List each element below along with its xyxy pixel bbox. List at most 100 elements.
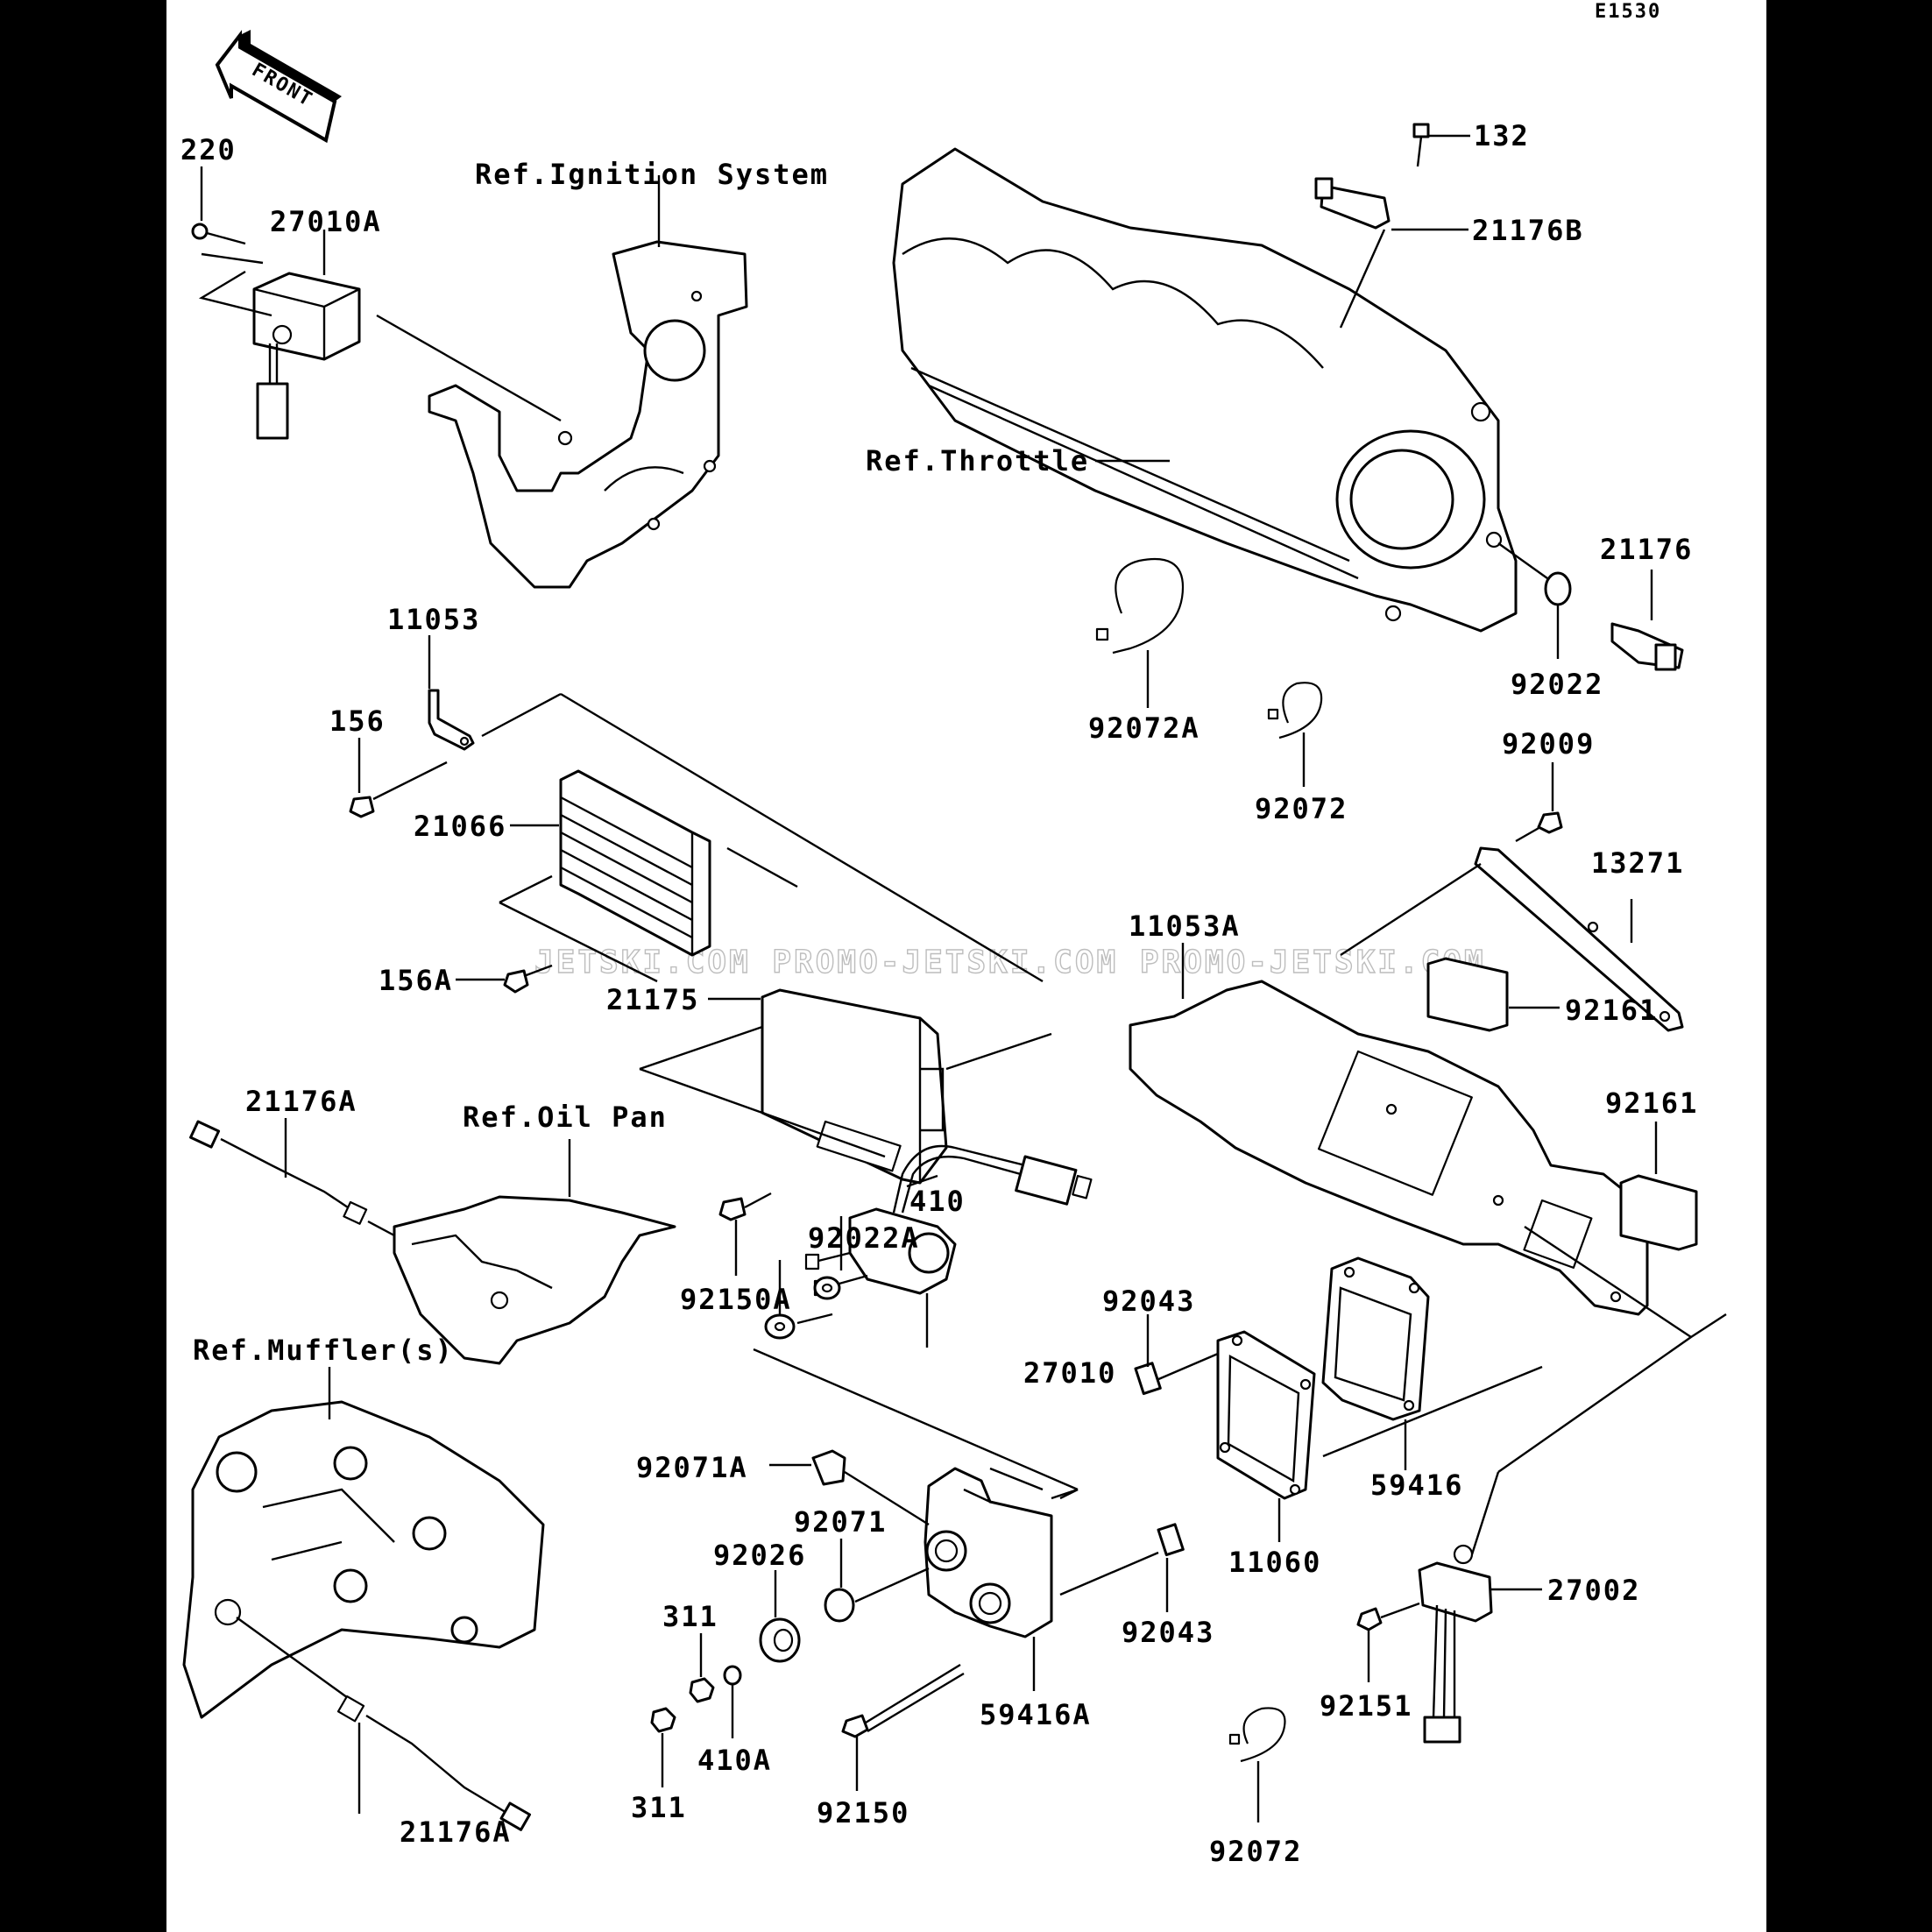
oil-pan-outline [393, 1195, 676, 1365]
sensor-21176-icon [1610, 622, 1684, 671]
part-21176B-label: 21176B [1472, 214, 1584, 247]
part-11053-label: 11053 [387, 603, 480, 636]
guide-59416 [1497, 1225, 1727, 1473]
guide-13271 [1340, 862, 1482, 957]
guide-11060 [1322, 1365, 1543, 1458]
part-27010A-label: 27010A [270, 205, 382, 238]
bolt-92150A-icon [718, 1192, 772, 1221]
housing-59416-icon [1321, 1256, 1430, 1421]
regulator-21066-icon [559, 769, 711, 957]
ref-ignition-label: Ref.Ignition System [475, 158, 829, 191]
strap-13271-icon [1474, 846, 1684, 1032]
bolt-132-icon [1412, 123, 1430, 167]
part-311-a-label: 311 [662, 1600, 718, 1633]
nut-311-b-icon [650, 1707, 676, 1733]
part-92022A-label: 92022A [808, 1221, 920, 1255]
part-92071A-label: 92071A [636, 1451, 748, 1484]
dowel-92043-a-icon [1134, 1362, 1162, 1396]
part-220-label: 220 [180, 133, 237, 166]
part-311-b-label: 311 [631, 1791, 687, 1824]
guide-156 [372, 761, 448, 801]
bracket-11053-icon [428, 689, 475, 751]
guide-92071A [844, 1470, 930, 1526]
ignition-bracket-outline [428, 240, 748, 589]
plug-92071-icon [824, 1588, 855, 1623]
part-11060-label: 11060 [1228, 1546, 1321, 1579]
guide-long-156 [560, 692, 1044, 983]
muffler-outline [182, 1400, 545, 1719]
plug-92071A-icon [811, 1449, 846, 1486]
housing-59416A-icon [924, 1467, 1053, 1638]
sensor-21176A-top-icon [189, 1120, 395, 1237]
bolt-92009-icon [1515, 811, 1563, 843]
part-92072A-label: 92072A [1088, 711, 1200, 745]
starter-relay-27010-icon [804, 1144, 1093, 1297]
part-92043-b-label: 92043 [1122, 1616, 1214, 1649]
guide-washers [753, 1313, 1079, 1500]
guide-92043-a [1156, 1352, 1219, 1382]
diagram-code-label: E1530 [1595, 1, 1661, 23]
front-arrow-icon: FRONT [215, 30, 342, 144]
exploded-view-drawing: JETSKI.COM PROMO-JETSKI.COM PROMO-JETSKI… [180, 1, 1727, 1868]
bolt-92150-icon [841, 1663, 965, 1738]
guide-59416A [989, 1467, 1079, 1500]
bolt-156-icon [349, 796, 375, 818]
part-92022-label: 92022 [1511, 668, 1603, 701]
part-92009-label: 92009 [1502, 727, 1595, 761]
part-92161-b-label: 92161 [1605, 1086, 1698, 1120]
guide-92022 [1497, 542, 1548, 579]
part-27010-label: 27010 [1023, 1356, 1116, 1390]
part-92072-bottom-label: 92072 [1209, 1835, 1302, 1868]
part-92161-a-label: 92161 [1565, 994, 1658, 1027]
guide-92071 [854, 1567, 930, 1603]
guide-21066 [499, 846, 798, 983]
washer-410A-icon [723, 1665, 742, 1686]
bolt-220-icon [191, 223, 246, 245]
part-92071-label: 92071 [794, 1505, 887, 1539]
bolt-92151-icon [1356, 1602, 1420, 1631]
part-410A-label: 410A [697, 1744, 772, 1777]
seal-92026-icon [759, 1617, 801, 1663]
ref-muffler-label: Ref.Muffler(s) [193, 1334, 454, 1367]
guide-27002 [1470, 1471, 1500, 1555]
part-410-label: 410 [909, 1185, 966, 1218]
part-92151-label: 92151 [1320, 1689, 1412, 1723]
washer-92022-icon [1544, 571, 1572, 606]
parts-diagram-sheet: JETSKI.COM PROMO-JETSKI.COM PROMO-JETSKI… [166, 0, 1766, 1932]
washer-410-icon [813, 1276, 841, 1300]
part-132-label: 132 [1474, 119, 1530, 152]
clamp-92072-bottom-icon [1228, 1707, 1286, 1763]
part-27002-label: 27002 [1547, 1574, 1640, 1607]
guide-11053 [481, 692, 562, 738]
part-21066-label: 21066 [414, 810, 506, 843]
guide-21175 [639, 1025, 1052, 1158]
part-156-label: 156 [329, 704, 386, 738]
sensor-21176A-bottom-icon [236, 1617, 532, 1831]
base-plate-11053A-icon [1129, 980, 1649, 1316]
part-59416A-label: 59416A [980, 1698, 1092, 1731]
relay-27010A-icon [252, 272, 361, 440]
part-92026-label: 92026 [713, 1539, 806, 1572]
pad-92161-b-icon [1619, 1174, 1698, 1251]
sensor-27002-icon [1418, 1544, 1493, 1744]
part-21175-label: 21175 [606, 983, 699, 1016]
part-92150A-label: 92150A [680, 1283, 792, 1316]
sensor-21176B-icon [1314, 177, 1391, 230]
part-21176-label: 21176 [1600, 533, 1693, 566]
washer-92022A-icon [764, 1313, 796, 1340]
part-21176A-bottom-label: 21176A [400, 1815, 512, 1849]
part-156A-label: 156A [379, 964, 453, 997]
part-92150-label: 92150 [817, 1796, 909, 1829]
pad-92161-a-icon [1426, 957, 1509, 1032]
part-59416-label: 59416 [1370, 1468, 1463, 1502]
throttle-body-outline [892, 147, 1518, 633]
bolt-156A-icon [503, 964, 553, 994]
ref-oil-pan-label: Ref.Oil Pan [463, 1100, 668, 1134]
part-92072-top-label: 92072 [1255, 792, 1348, 825]
part-11053A-label: 11053A [1129, 909, 1241, 943]
part-13271-label: 13271 [1591, 846, 1684, 880]
nut-311-a-icon [689, 1677, 715, 1703]
clamp-92072-top-icon [1267, 682, 1323, 740]
ref-throttle-label: Ref.Throttle [866, 444, 1089, 478]
clamp-92072A-icon [1095, 557, 1185, 655]
